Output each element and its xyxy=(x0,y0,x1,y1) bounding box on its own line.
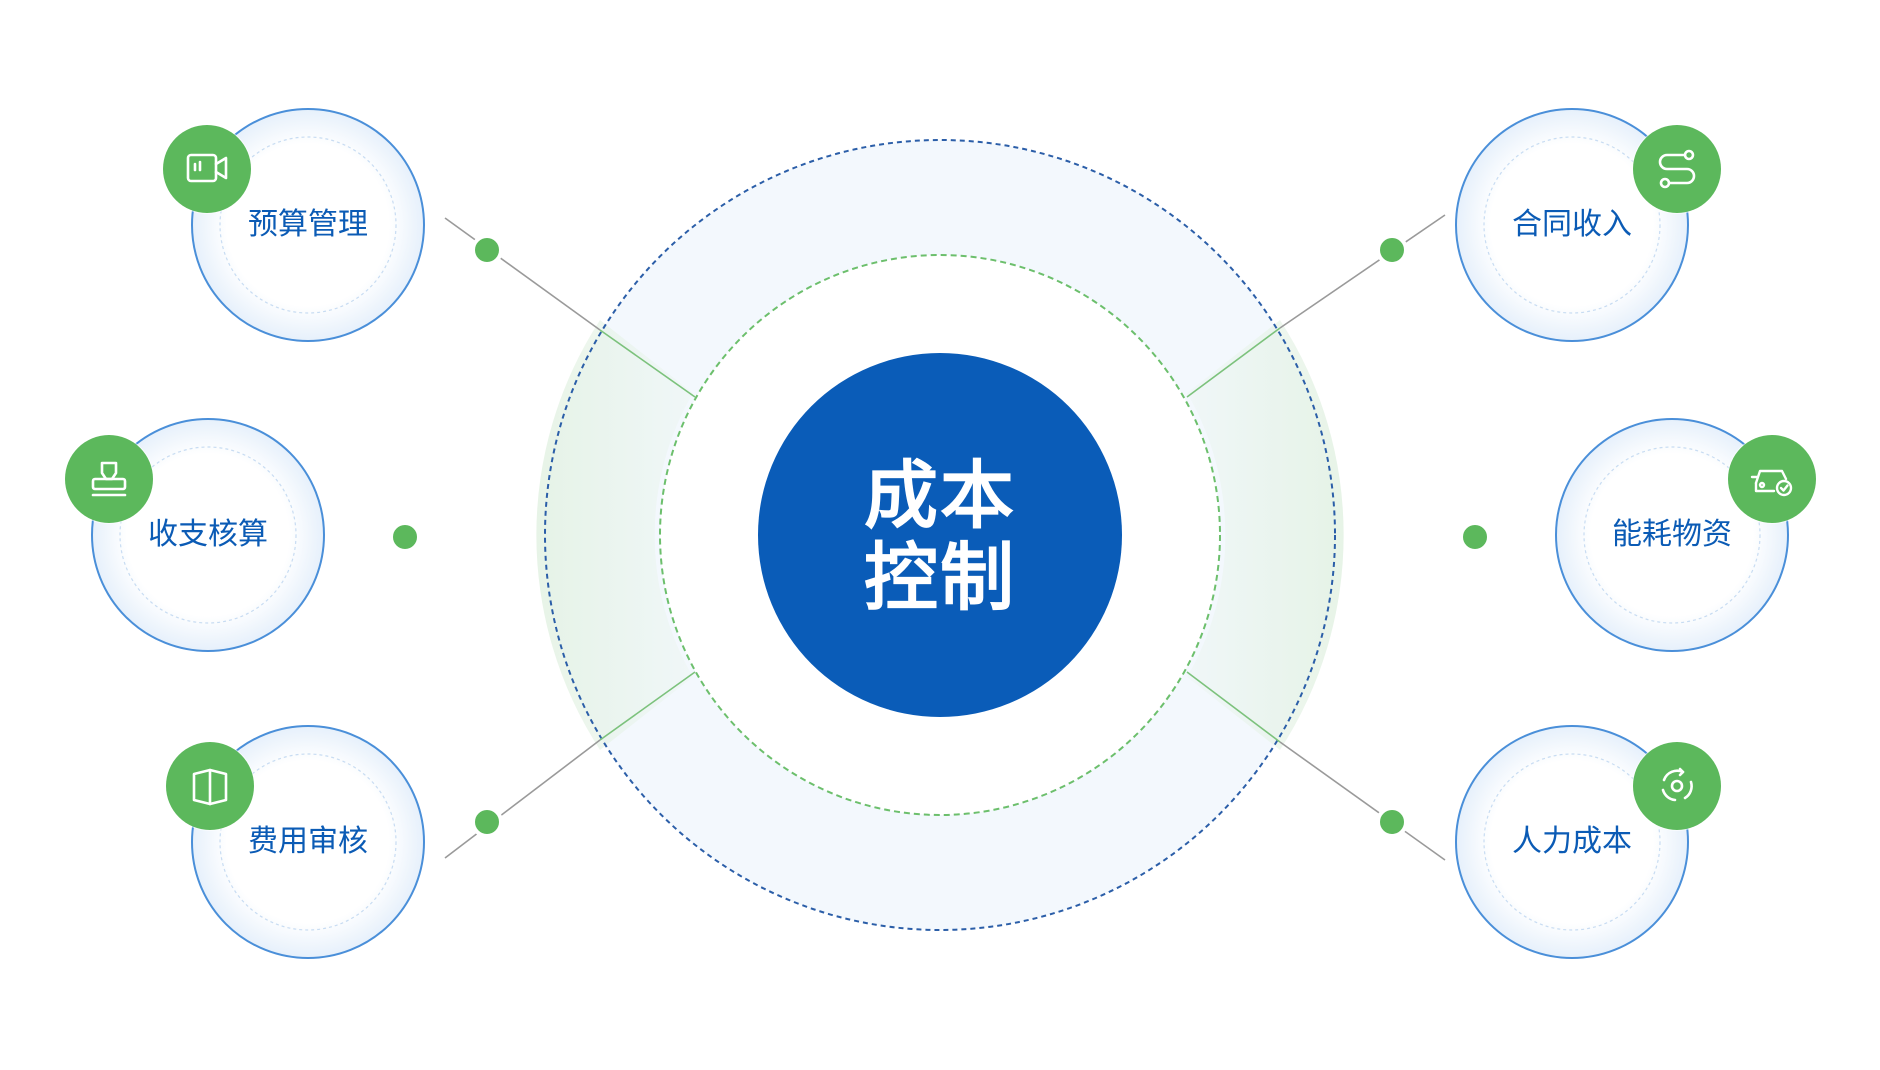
center-title: 成本 控制 xyxy=(810,455,1070,619)
connector-labor-gray xyxy=(1279,741,1446,861)
dot-budget xyxy=(471,234,503,266)
connector-budget-green xyxy=(599,329,696,398)
node-contract-income[interactable]: 合同收入 xyxy=(1454,107,1690,343)
center-title-line1: 成本 xyxy=(864,453,1016,539)
connector-lines xyxy=(444,214,1446,861)
node-label-budget: 预算管理 xyxy=(248,207,368,242)
node-revenue-expense[interactable]: 收支核算 xyxy=(90,417,326,653)
outer-dashed-border xyxy=(544,139,1336,931)
stamp-icon xyxy=(65,435,153,523)
center-disc xyxy=(758,353,1122,717)
cycle-icon xyxy=(1633,742,1721,830)
right-wedge xyxy=(1187,320,1344,750)
center-title-line2: 控制 xyxy=(864,535,1016,621)
node-label-labor-cost: 人力成本 xyxy=(1512,824,1632,859)
node-circles xyxy=(91,108,1789,959)
book-icon xyxy=(166,742,254,830)
node-expense-audit[interactable]: 费用审核 xyxy=(190,724,426,960)
connector-audit-gray xyxy=(444,739,601,859)
video-icon xyxy=(163,125,251,213)
dot-labor-cost xyxy=(1376,806,1408,838)
node-circle-labor-cost xyxy=(1455,725,1689,959)
dot-revenue-expense xyxy=(389,521,421,553)
connector-budget-gray xyxy=(444,217,601,331)
node-label-energy-materials: 能耗物资 xyxy=(1612,517,1732,552)
left-wedge xyxy=(536,320,693,750)
connector-dots xyxy=(389,234,1491,838)
node-label-expense-audit: 费用审核 xyxy=(248,824,368,859)
car-icon xyxy=(1728,435,1816,523)
inner-dashed-border xyxy=(659,254,1221,816)
connector-labor-green xyxy=(1186,671,1281,743)
dot-expense-audit xyxy=(471,806,503,838)
node-label-contract-income: 合同收入 xyxy=(1512,207,1632,242)
node-energy-materials[interactable]: 能耗物资 xyxy=(1554,417,1790,653)
connector-audit-green xyxy=(599,671,696,741)
node-budget[interactable]: 预算管理 xyxy=(190,107,426,343)
dot-contract-income xyxy=(1376,234,1408,266)
connector-contract-green xyxy=(1186,327,1281,398)
node-label-revenue-expense: 收支核算 xyxy=(148,517,268,552)
route-icon xyxy=(1633,125,1721,213)
dot-energy-materials xyxy=(1459,521,1491,553)
node-circle-contract-income xyxy=(1455,108,1689,342)
connector-contract-gray xyxy=(1279,214,1446,329)
node-labor-cost[interactable]: 人力成本 xyxy=(1454,724,1690,960)
